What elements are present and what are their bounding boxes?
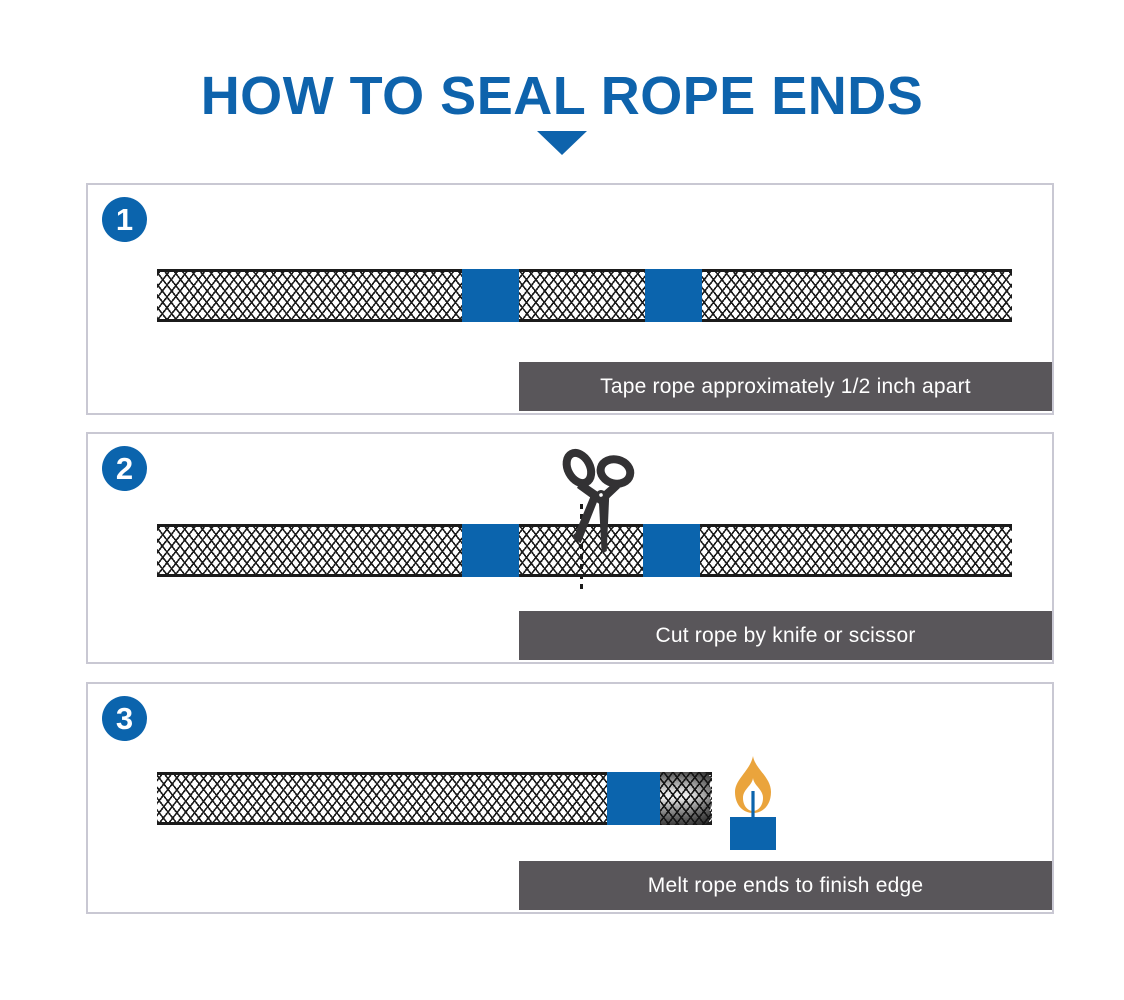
down-triangle-icon — [537, 130, 587, 155]
page-title: HOW TO SEAL ROPE ENDS — [200, 66, 924, 126]
cut-line — [580, 504, 583, 590]
header: HOW TO SEAL ROPE ENDS — [0, 68, 1124, 155]
step-panel-2: 2 Cut rope by knife or sci — [86, 432, 1054, 664]
melted-rope-end — [660, 772, 712, 825]
step-caption: Tape rope approximately 1/2 inch apart — [519, 362, 1052, 411]
step-number-badge: 2 — [102, 446, 147, 491]
step-number-badge: 3 — [102, 696, 147, 741]
tape-segment — [645, 269, 702, 322]
rope — [157, 269, 1012, 322]
tape-segment — [462, 524, 519, 577]
rope — [157, 772, 712, 825]
tape-segment — [607, 772, 664, 825]
step-panel-1: 1 Tape rope approximately 1/2 inch apart — [86, 183, 1054, 415]
scissors-icon — [562, 448, 635, 553]
step-caption: Cut rope by knife or scissor — [519, 611, 1052, 660]
step-caption: Melt rope ends to finish edge — [519, 861, 1052, 910]
tape-segment — [643, 524, 700, 577]
step-number-badge: 1 — [102, 197, 147, 242]
rope — [157, 524, 1012, 577]
tape-segment — [462, 269, 519, 322]
candle-flame-icon — [730, 756, 776, 850]
step-panel-3: 3 Melt rope ends to finish edge — [86, 682, 1054, 914]
